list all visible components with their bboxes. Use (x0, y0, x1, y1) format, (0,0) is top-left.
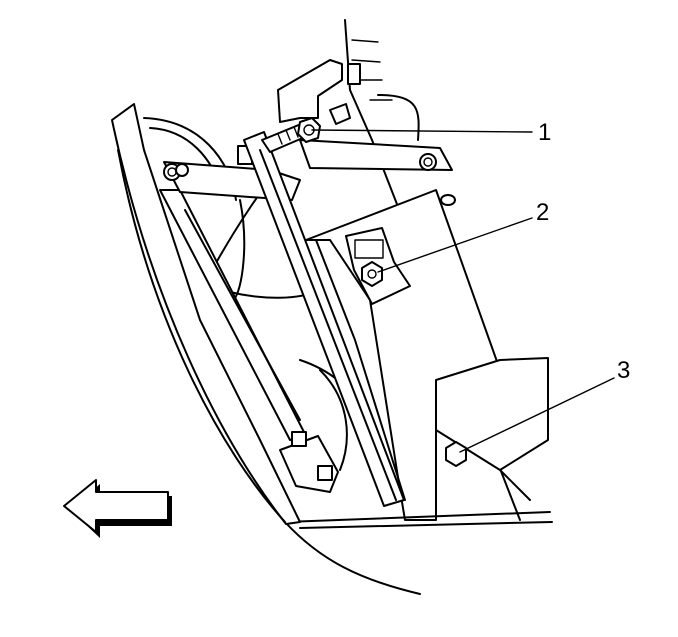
fastener-2 (361, 261, 383, 287)
callout-1: 1 (311, 119, 551, 146)
fastener-top (347, 63, 361, 85)
callout-label-1: 1 (538, 119, 551, 146)
left-arrow-icon (63, 479, 172, 538)
callout-label-3: 3 (617, 357, 630, 384)
callout-label-2: 2 (536, 199, 549, 226)
fastener-3 (445, 441, 467, 467)
body-structure (277, 19, 553, 595)
fastener-1 (297, 117, 321, 143)
callout-3: 3 (459, 357, 630, 453)
callout-2: 2 (377, 199, 549, 273)
